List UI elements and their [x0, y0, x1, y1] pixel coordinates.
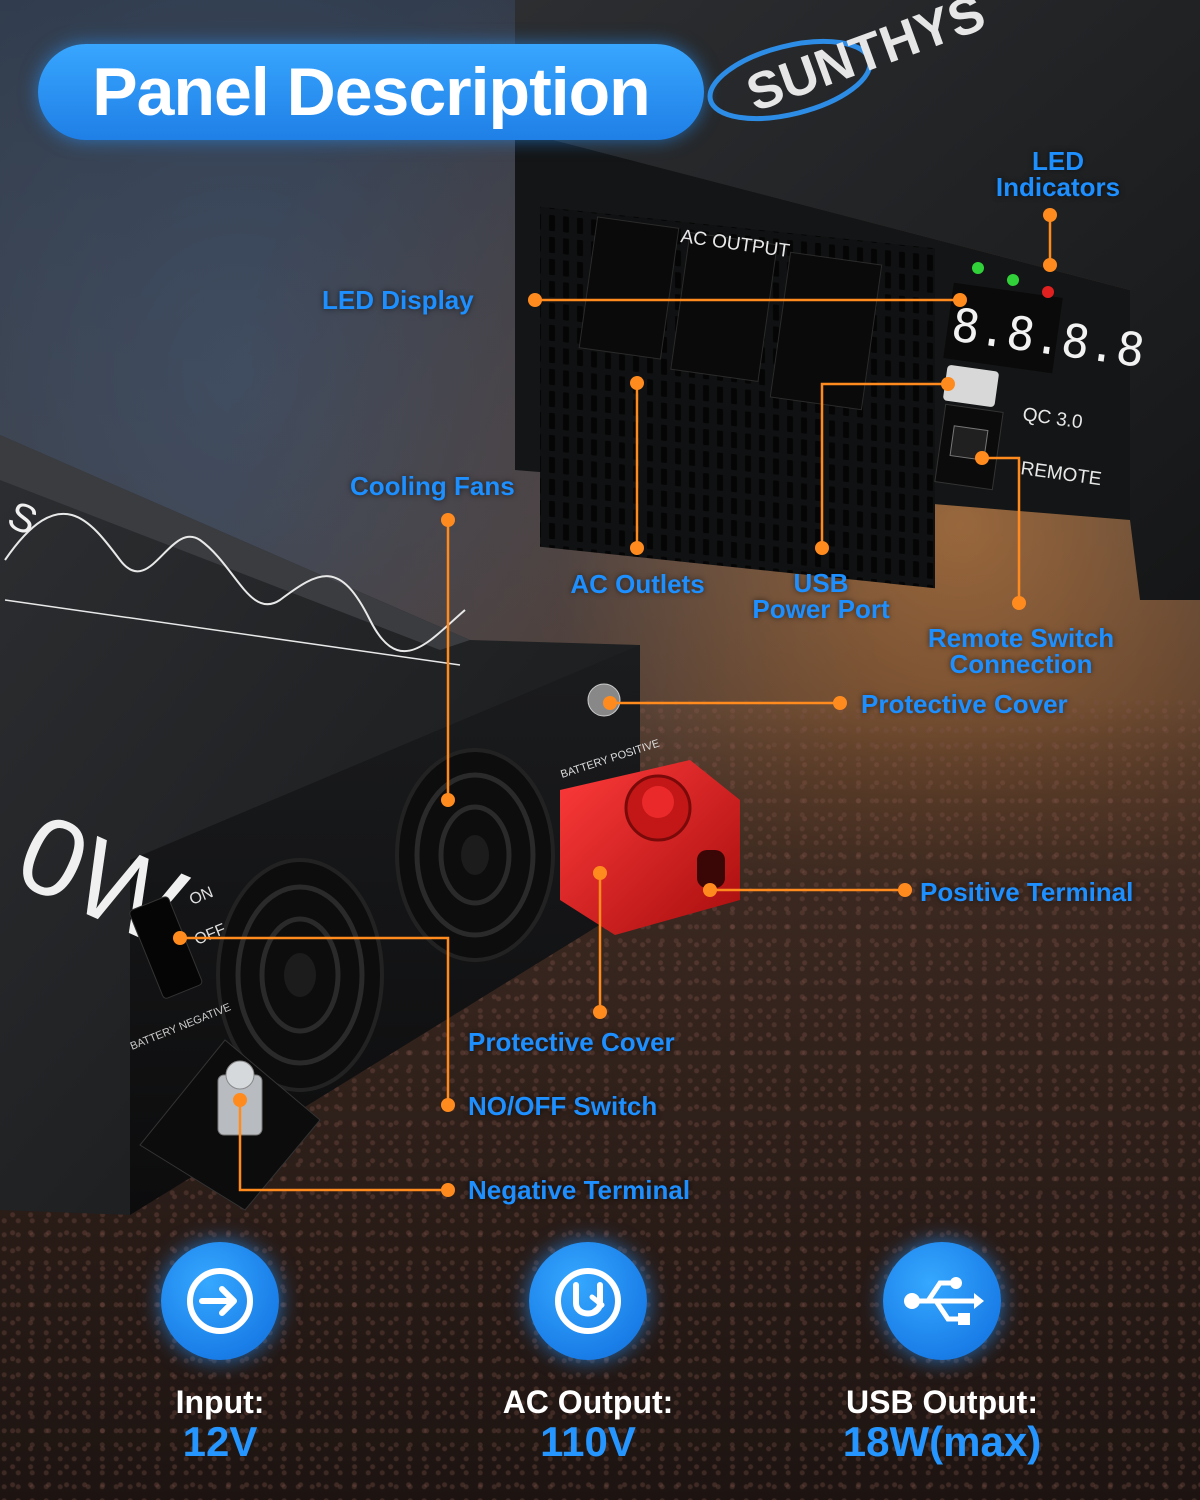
rear-inverter: AC OUTPUT 8.8.8.8 QC 3.0 REMOTE SUNTHYS — [515, 0, 1200, 600]
green-led-2 — [1007, 274, 1019, 286]
callout-protective-cover-top: Protective Cover — [861, 689, 1068, 719]
callout-usb-power-port: USB Power Port — [752, 568, 890, 624]
callout-negative-terminal: Negative Terminal — [468, 1175, 691, 1205]
leader-lines — [180, 215, 1052, 1192]
input-arrow-icon — [187, 1268, 253, 1334]
front-inverter: 0W S ON OFF BATTERY NEGATIVE — [0, 435, 740, 1215]
callout-led-display: LED Display — [322, 285, 474, 315]
callout-ac-outlets: AC Outlets — [570, 569, 705, 599]
green-led-1 — [972, 262, 984, 274]
ac-outlets-group — [578, 216, 883, 411]
callout-cooling-fans: Cooling Fans — [350, 471, 515, 501]
red-led — [1042, 286, 1054, 298]
positive-terminal-cover — [560, 760, 740, 935]
callout-on-off-switch: NO/OFF Switch — [468, 1091, 658, 1121]
callout-remote-switch: Remote Switch Connection — [927, 623, 1115, 679]
led-display — [943, 282, 1063, 374]
cooling-fan-2 — [395, 748, 555, 962]
spec-usb-output-label: USB Output: — [846, 1384, 1038, 1420]
sine-wave-graphic — [4, 512, 466, 653]
title-banner: Panel Description — [38, 44, 704, 140]
spec-usb-output: USB Output: 18W(max) — [812, 1242, 1072, 1463]
brand-logo-swoosh — [707, 39, 873, 121]
spec-ac-output: AC Output: 110V — [458, 1242, 718, 1463]
spec-usb-output-value: 18W(max) — [842, 1418, 1042, 1465]
page-title: Panel Description — [92, 54, 650, 130]
cooling-fan-1 — [216, 858, 384, 1092]
ac-output-icon — [555, 1268, 621, 1334]
usb-port — [943, 365, 999, 407]
spec-ac-output-value: 110V — [540, 1418, 636, 1465]
usb-icon — [904, 1277, 984, 1325]
callout-protective-cover-bottom: Protective Cover — [468, 1027, 675, 1057]
spec-input-label: Input: — [175, 1384, 265, 1420]
leader-dots — [173, 208, 1057, 1197]
callout-positive-terminal: Positive Terminal — [920, 877, 1134, 907]
spec-ac-output-label: AC Output: — [502, 1384, 674, 1420]
spec-input: Input: 12V — [90, 1242, 350, 1463]
spec-input-value: 12V — [182, 1418, 258, 1465]
callout-led-indicators: LED Indicators — [995, 146, 1121, 202]
